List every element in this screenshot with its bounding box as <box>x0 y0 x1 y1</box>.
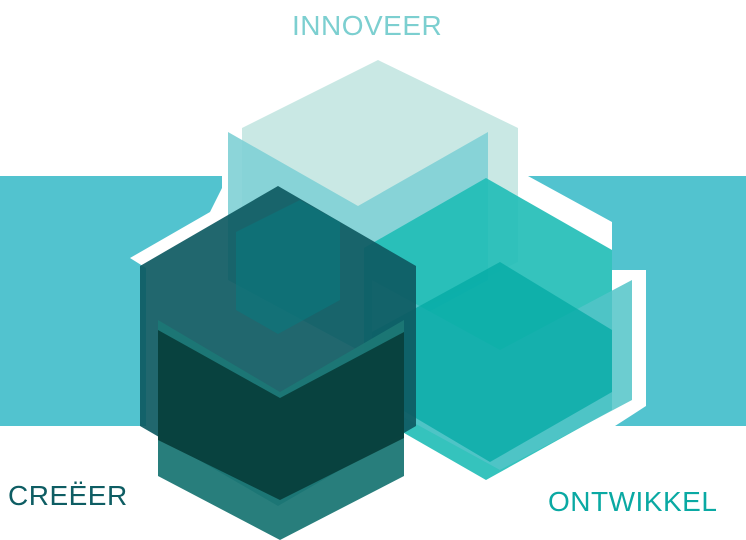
cube-creeer <box>140 186 416 540</box>
cube-creeer-highlight <box>236 200 340 334</box>
label-creeer: CREËER <box>8 480 128 511</box>
cube-ontwikkel-core <box>372 262 612 462</box>
cube-ontwikkel <box>364 178 632 480</box>
label-innoveer: INNOVEER <box>292 10 443 41</box>
cube-creeer-dark <box>158 330 404 500</box>
label-ontwikkel: ONTWIKKEL <box>548 486 718 517</box>
